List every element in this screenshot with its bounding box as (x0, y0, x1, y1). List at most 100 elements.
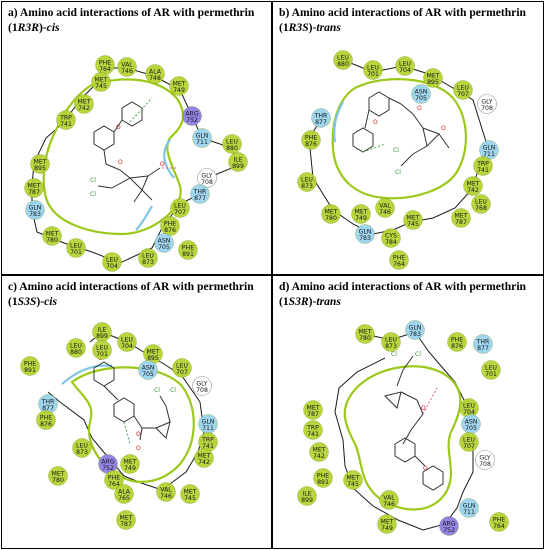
binding-pocket-outline (343, 365, 462, 511)
atom-label: O (136, 445, 141, 452)
residue-name: ILE (233, 157, 242, 164)
residue-name: LEU (301, 177, 313, 184)
residue-number: 704 (399, 67, 411, 74)
residue-number: 876 (164, 227, 176, 234)
residue-name: VAL (121, 62, 133, 69)
residue-node (377, 514, 397, 534)
residue-number: 707 (174, 209, 186, 216)
atom-label: Cl (154, 387, 160, 394)
residue-number: 783 (359, 235, 371, 242)
residue-name: LEU (337, 55, 349, 62)
residue-node (138, 360, 158, 380)
residue-name: GLN (202, 419, 215, 426)
residue-name: PHE (164, 221, 176, 228)
residue-name: GLY (479, 455, 490, 462)
residue-number: 701 (70, 249, 82, 256)
residue-node (363, 60, 383, 80)
residue-number: 873 (385, 343, 397, 350)
residue-node (321, 204, 341, 224)
residue-name: ASN (415, 89, 428, 96)
residue-number: 704 (106, 263, 118, 270)
residue-number: 746 (383, 501, 395, 508)
residue-number: 876 (305, 141, 317, 148)
residue-node (463, 176, 483, 196)
residue-node (66, 338, 86, 358)
residue-number: 895 (34, 165, 46, 172)
residue-number: 876 (40, 421, 52, 428)
residue-number: 749 (124, 465, 136, 472)
residue-node (297, 172, 317, 192)
residue-name: ARG (442, 521, 456, 528)
residue-name: LEU (70, 343, 82, 350)
residue-number: 765 (118, 495, 130, 502)
residue-number: 741 (60, 121, 72, 128)
residue-name: GLN (409, 325, 422, 332)
residue-name: PHE (451, 337, 463, 344)
residue-name: LEU (70, 243, 82, 250)
residue-node (381, 332, 401, 352)
residue-number: 752 (443, 527, 455, 534)
residue-name: MET (146, 349, 159, 356)
residue-node (120, 454, 140, 474)
residue-name: MET (426, 73, 439, 80)
residue-number: 764 (493, 523, 505, 530)
residue-name: THR (41, 399, 55, 406)
ligand-permethrin (93, 97, 178, 203)
residue-number: 780 (325, 215, 337, 222)
residue-name: PHE (493, 517, 505, 524)
residue-number: 707 (176, 369, 188, 376)
residue-node (411, 84, 431, 104)
residue-number: 895 (427, 79, 439, 86)
atom-label: Cl (393, 147, 399, 154)
residue-node (473, 156, 493, 176)
panel-c-title: c) Amino acid interactions of AR with pe… (8, 280, 254, 308)
residue-node (471, 194, 491, 214)
residue-number: 891 (182, 251, 194, 258)
residue-node (333, 50, 353, 70)
residue-number: 877 (42, 405, 54, 412)
residue-name: LEU (76, 443, 88, 450)
panel-c-diagram: O O O Cl Cl ILE899LEU880LEU701LEU704MET8… (20, 322, 218, 530)
residue-node (117, 332, 137, 352)
residue-node (117, 57, 137, 77)
residue-name: PHE (99, 60, 111, 67)
residue-number: 780 (359, 335, 371, 342)
residue-name: MET (123, 459, 136, 466)
residue-number: 701 (367, 71, 379, 78)
solvent-exposure-arc (333, 101, 344, 143)
residue-number: 877 (315, 119, 327, 126)
residue-number: 891 (317, 479, 329, 486)
residue-number: 745 (347, 481, 359, 488)
residue-number: 787 (455, 219, 467, 226)
residue-number: 764 (99, 66, 111, 73)
residue-node (20, 356, 40, 376)
residue-number: 880 (70, 349, 82, 356)
residue-name: MET (77, 99, 90, 106)
residue-node (180, 484, 200, 504)
